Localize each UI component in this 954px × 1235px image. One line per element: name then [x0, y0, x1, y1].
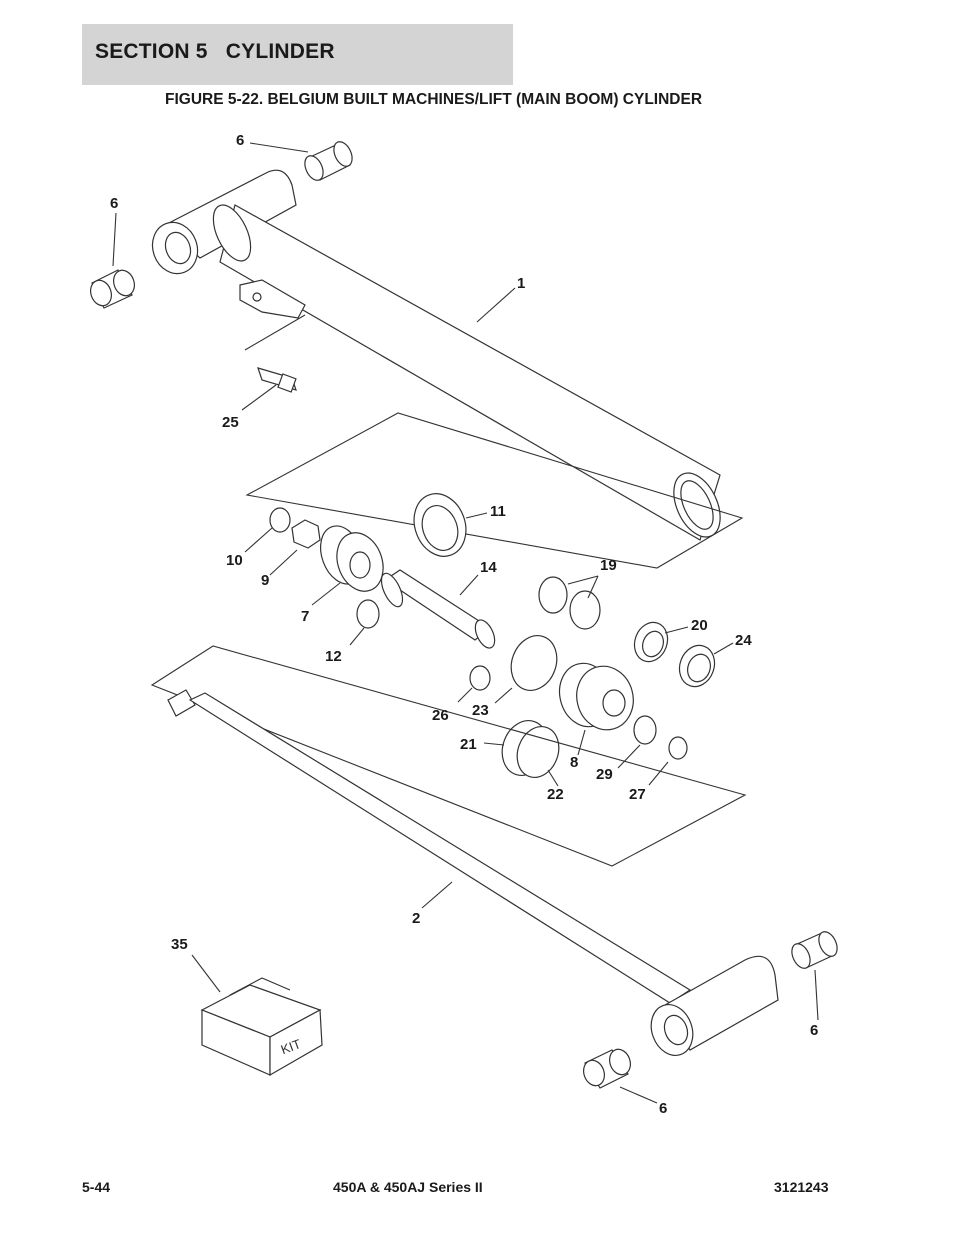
callout-9: 9	[261, 572, 269, 589]
assembly-outline-upper	[245, 412, 744, 569]
ring-10	[269, 507, 291, 533]
ring-26	[469, 665, 491, 691]
ring-29	[633, 715, 657, 745]
callout-27: 27	[629, 786, 646, 803]
callout-12: 12	[325, 648, 342, 665]
document-number: 3121243	[774, 1179, 829, 1195]
section-title: SECTION 5 CYLINDER	[95, 40, 335, 63]
relief-fitting	[257, 367, 297, 393]
callout-6: 6	[810, 1022, 818, 1039]
spacer-tube-14	[380, 569, 496, 649]
callout-11: 11	[490, 503, 506, 520]
section-header-bar	[82, 24, 513, 85]
callout-23: 23	[472, 702, 489, 719]
bushing-top-right	[304, 141, 353, 181]
kit-box: KIT	[200, 977, 323, 1077]
callout-26: 26	[432, 707, 449, 724]
callout-2: 2	[412, 910, 420, 927]
manual-title: 450A & 450AJ Series II	[333, 1179, 483, 1195]
bushing-bottom-right	[791, 931, 838, 969]
seal-22	[516, 726, 560, 778]
oring-12	[356, 599, 380, 629]
assembly-outline-lower	[150, 645, 747, 867]
callout-22: 22	[547, 786, 564, 803]
callout-1: 1	[517, 275, 525, 292]
callout-24: 24	[735, 632, 752, 649]
callout-6: 6	[236, 132, 244, 149]
callout-7: 7	[301, 608, 309, 625]
wear-rings-19	[538, 576, 601, 630]
kit-label: KIT	[279, 1036, 303, 1057]
callout-10: 10	[226, 552, 243, 569]
rod-end	[650, 955, 779, 1056]
cylinder-barrel	[151, 169, 721, 541]
gland-ring	[413, 493, 467, 557]
callout-8: 8	[570, 754, 578, 771]
seal-23	[510, 635, 558, 691]
callout-labels: 6 6 1 25 11 10 9 14 19 7 12 20 24 26 23 …	[110, 132, 818, 1117]
callout-20: 20	[691, 617, 708, 634]
callout-6: 6	[659, 1100, 667, 1117]
callout-14: 14	[480, 559, 497, 576]
piston-8	[558, 662, 634, 731]
ring-27	[668, 736, 688, 760]
callout-19: 19	[600, 557, 617, 574]
bearing-20	[633, 621, 669, 663]
page-number: 5-44	[82, 1179, 111, 1195]
callout-25: 25	[222, 414, 239, 431]
callout-35: 35	[171, 936, 188, 953]
piston-rod	[167, 689, 692, 1004]
head-7	[319, 525, 384, 592]
leader-lines	[112, 142, 819, 1104]
figure-title: FIGURE 5-22. BELGIUM BUILT MACHINES/LIFT…	[165, 91, 703, 108]
callout-29: 29	[596, 766, 613, 783]
nut-9	[291, 519, 321, 549]
bushing-top-left	[90, 269, 135, 309]
bearing-24	[678, 644, 716, 688]
callout-21: 21	[460, 736, 477, 753]
bushing-bottom-left	[583, 1048, 631, 1089]
callout-6: 6	[110, 195, 118, 212]
